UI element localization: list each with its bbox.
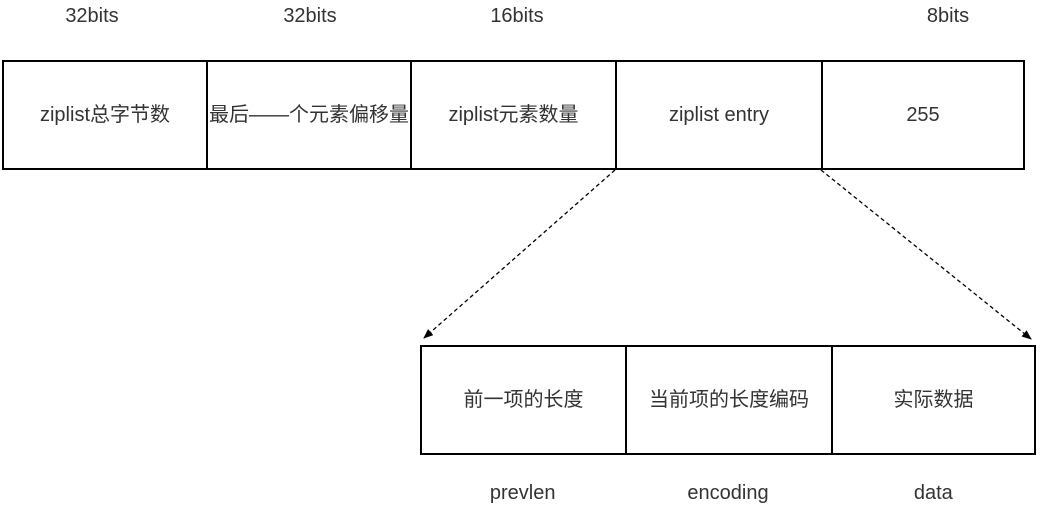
cell-zlbytes: ziplist总字节数	[4, 62, 208, 168]
dashed-arrow-right	[820, 169, 1032, 340]
label-encoding: encoding	[687, 482, 769, 504]
bit-width-label-zllen: 16bits	[490, 5, 544, 27]
label-data: data	[913, 482, 953, 504]
cell-encoding: 当前项的长度编码	[627, 347, 833, 453]
entry-field-labels: prevlen encoding data	[420, 481, 1036, 505]
cell-entry: ziplist entry	[617, 62, 823, 168]
cell-prevlen: 前一项的长度	[422, 347, 627, 453]
cell-zltail: 最后——个元素偏移量	[208, 62, 412, 168]
cell-zllen: ziplist元素数量	[412, 62, 617, 168]
dashed-arrow-left	[423, 169, 616, 339]
label-prevlen: prevlen	[489, 482, 556, 504]
cell-zlend-255: 255	[906, 104, 940, 126]
bit-width-label-zlbytes: 32bits	[65, 5, 119, 27]
entry-layout-row: 前一项的长度 当前项的长度编码 实际数据	[420, 345, 1036, 455]
ziplist-layout-row: ziplist总字节数 最后——个元素偏移量 ziplist元素数量 zipli…	[2, 60, 1025, 170]
cell-data: 实际数据	[893, 389, 974, 411]
bit-width-label-zlend: 8bits	[926, 5, 970, 27]
bit-width-label-zltail: 32bits	[283, 5, 337, 27]
